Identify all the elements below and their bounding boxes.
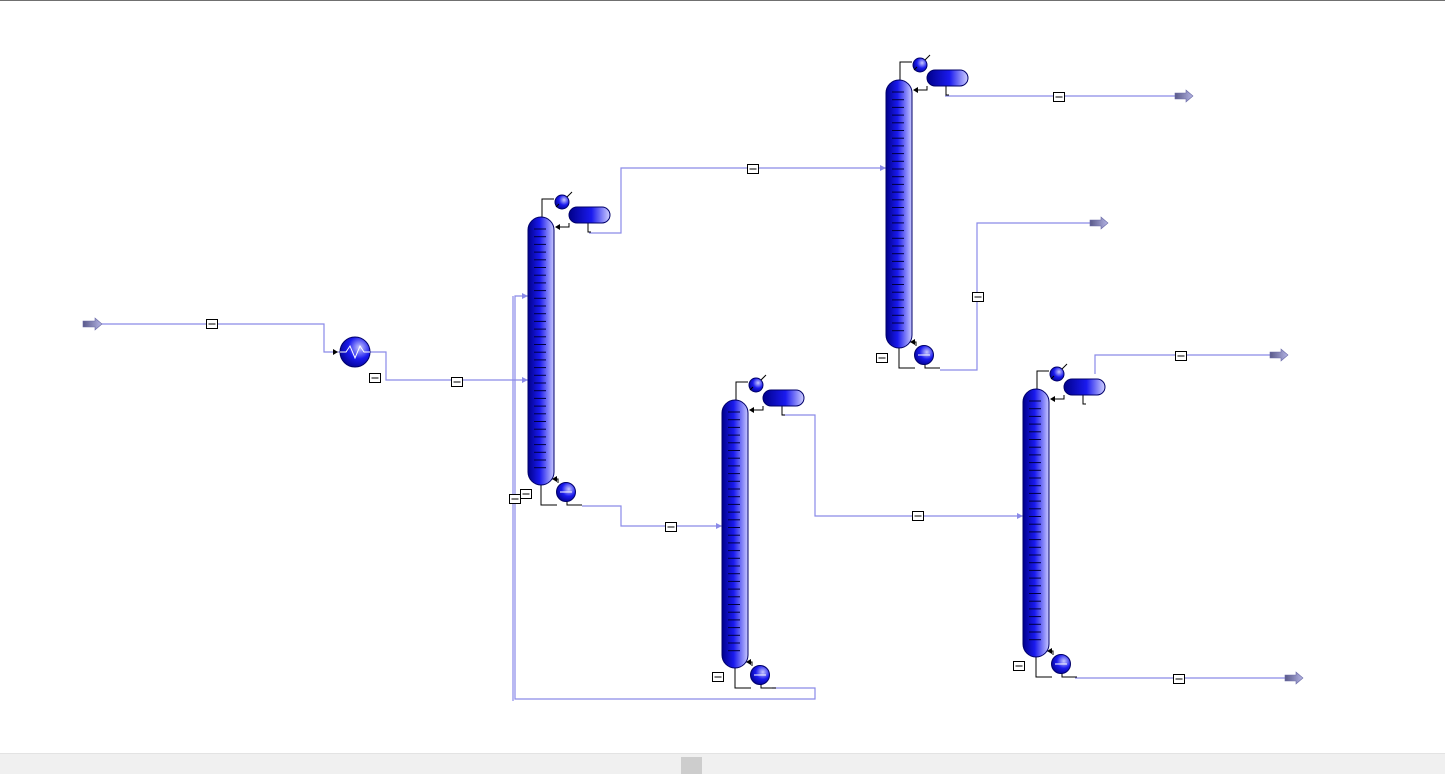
minus-box-icon[interactable] <box>369 373 381 383</box>
reflux-drum-icon-2[interactable] <box>762 389 805 407</box>
stream-heater-to-col1[interactable] <box>370 351 528 381</box>
minus-box-icon[interactable] <box>665 522 677 532</box>
scrollbar-thumb[interactable] <box>681 757 702 774</box>
product-arrow-icon-4[interactable] <box>1284 671 1304 685</box>
flowsheet-canvas[interactable] <box>0 1 1445 753</box>
minus-box-icon[interactable] <box>912 511 924 521</box>
horizontal-scrollbar[interactable] <box>0 753 1445 774</box>
stream-col4-distillate[interactable] <box>1094 354 1270 374</box>
stream-recycle[interactable] <box>514 295 816 700</box>
condenser-icon-4[interactable] <box>1049 363 1068 382</box>
columns <box>527 54 1106 689</box>
stream-col1-distillate[interactable] <box>589 167 886 234</box>
minus-box-icon[interactable] <box>712 672 724 682</box>
minus-box-icon[interactable] <box>451 377 463 387</box>
reflux-drum-icon-3[interactable] <box>926 69 969 87</box>
distillation-column-icon-1[interactable] <box>527 191 611 506</box>
condenser-icon-3[interactable] <box>912 54 931 73</box>
product-arrow-icon-2[interactable] <box>1089 216 1109 230</box>
distillation-column-icon-2[interactable] <box>721 374 805 689</box>
minus-box-icon[interactable] <box>972 292 984 302</box>
product-arrow-icon-3[interactable] <box>1269 348 1289 362</box>
stream-col3-bottoms[interactable] <box>940 222 1090 371</box>
minus-box-icon[interactable] <box>876 353 888 363</box>
stream-col1-bottoms[interactable] <box>582 505 722 527</box>
minus-box-icon[interactable] <box>520 489 532 499</box>
stream-tags <box>206 92 1187 684</box>
minus-box-icon[interactable] <box>1013 661 1025 671</box>
heat-exchanger-icon[interactable] <box>333 336 371 368</box>
condenser-icon-2[interactable] <box>748 374 767 393</box>
inlet-arrows <box>522 165 1023 529</box>
stream-feed[interactable] <box>100 323 340 353</box>
reboiler-icon-3[interactable] <box>914 345 934 365</box>
stream-col2-distillate[interactable] <box>782 414 1023 517</box>
condenser-icon-1[interactable] <box>554 191 573 210</box>
minus-box-icon[interactable] <box>1173 674 1185 684</box>
distillation-column-icon-3[interactable] <box>885 54 969 369</box>
streams <box>100 95 1285 701</box>
reflux-drum-icon-4[interactable] <box>1063 378 1106 396</box>
feed-arrow-icon[interactable] <box>82 317 103 331</box>
product-arrow-icon-1[interactable] <box>1174 89 1194 103</box>
minus-box-icon[interactable] <box>206 319 218 329</box>
minus-box-icon[interactable] <box>1053 92 1065 102</box>
minus-box-icon[interactable] <box>1175 351 1187 361</box>
reboiler-icon-1[interactable] <box>556 482 576 502</box>
minus-box-icon[interactable] <box>747 164 759 174</box>
window-top-border <box>0 0 1445 1</box>
distillation-column-icon-4[interactable] <box>1022 363 1106 678</box>
reboiler-icon-4[interactable] <box>1051 654 1071 674</box>
reflux-drum-icon-1[interactable] <box>568 206 611 224</box>
minus-box-icon[interactable] <box>509 494 521 504</box>
reboiler-icon-2[interactable] <box>750 665 770 685</box>
